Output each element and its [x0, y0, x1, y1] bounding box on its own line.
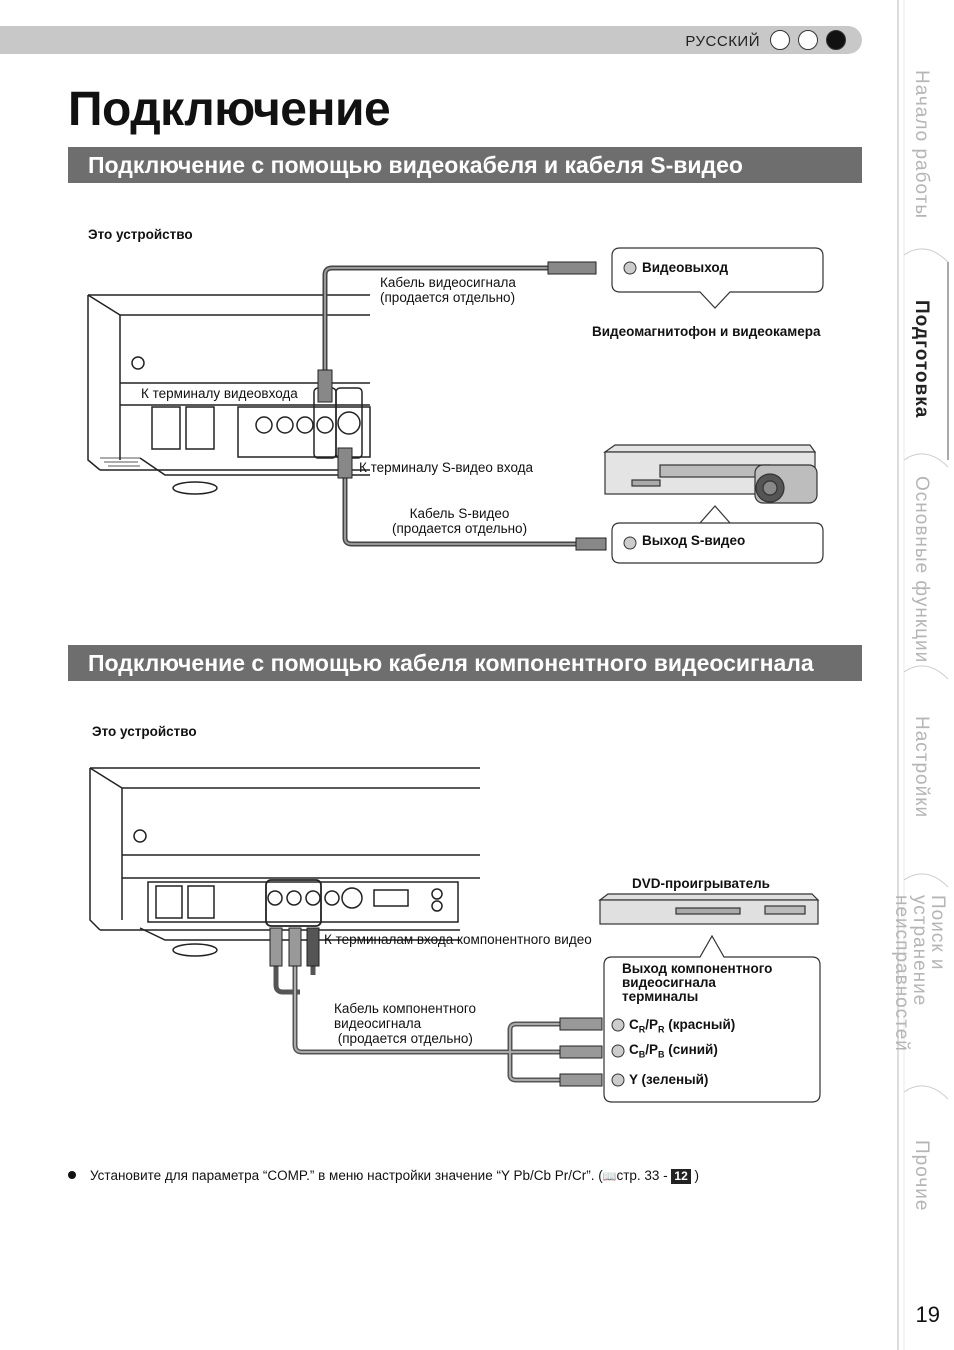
- video-plug-device: [547, 261, 597, 275]
- language-indicator-dot: [798, 30, 818, 50]
- y-plug: [306, 927, 320, 967]
- component-output-title: Выход компонентного видеосигнала термина…: [622, 961, 773, 1004]
- side-navigation: Начало работы Подготовка Основные функци…: [891, 0, 954, 1350]
- dvd-player-illustration: [598, 893, 820, 925]
- dvd-player-label: DVD-проигрыватель: [632, 876, 770, 891]
- cr-jack-icon: [611, 1018, 625, 1032]
- video-out-label: Видеовыход: [642, 260, 729, 275]
- page-ref-badge: 12: [671, 1169, 691, 1184]
- cb-plug: [288, 927, 302, 967]
- svideo-out-label: Выход S-видео: [642, 533, 746, 548]
- language-indicator-dot-active: [826, 30, 846, 50]
- svideo-jack-icon: [623, 536, 637, 550]
- camcorder-illustration: [754, 464, 818, 504]
- section-header-video-svideo: Подключение с помощью видеокабеля и кабе…: [68, 147, 862, 183]
- component-output-callout: [603, 934, 821, 1103]
- component-connection-diagram: [89, 767, 821, 1103]
- projector-illustration: [89, 767, 480, 957]
- vcr-camcorder-label: Видеомагнитофон и видеокамера: [592, 324, 821, 339]
- y-output-label: Y (зеленый): [629, 1072, 709, 1087]
- component-cable-label: Кабель компонентного видеосигнала (прода…: [334, 1001, 477, 1046]
- language-indicator-dot: [770, 30, 790, 50]
- component-terminal-highlight: [265, 879, 322, 927]
- svideo-out-callout: [611, 505, 824, 564]
- cb-output-label: CB/PB (синий): [629, 1042, 718, 1060]
- svideo-cable-label: Кабель S-видео(продается отдельно): [392, 506, 528, 536]
- bullet-icon: [68, 1171, 76, 1179]
- cr-plug-device: [559, 1017, 603, 1031]
- video-jack-icon: [623, 261, 637, 275]
- tab-other[interactable]: Прочие: [911, 1140, 932, 1212]
- section-header-component: Подключение с помощью кабеля компонентно…: [68, 645, 862, 681]
- language-label: РУССКИЙ: [685, 33, 760, 50]
- y-plug-device: [559, 1073, 603, 1087]
- device-label: Это устройство: [92, 724, 197, 739]
- language-bar: РУССКИЙ: [0, 26, 862, 54]
- tab-getting-started[interactable]: Начало работы: [911, 70, 932, 220]
- page-title: Подключение: [68, 83, 391, 136]
- component-cables: [273, 935, 565, 1083]
- page-number: 19: [915, 1302, 940, 1327]
- svideo-plug-device: [575, 537, 607, 551]
- setup-note: Установите для параметра “COMP.” в меню …: [68, 1168, 699, 1184]
- tab-basic-functions[interactable]: Основные функции: [911, 476, 932, 664]
- svideo-in-terminal-label: К терминалу S-видео входа: [359, 460, 534, 475]
- tab-preparation[interactable]: Подготовка: [911, 300, 932, 419]
- cb-jack-icon: [611, 1044, 625, 1058]
- cr-plug: [269, 927, 283, 967]
- video-in-terminal-label: К терминалу видеовхода: [141, 386, 298, 401]
- tab-settings[interactable]: Настройки: [911, 716, 932, 819]
- video-plug: [317, 369, 333, 403]
- book-icon: 📖: [602, 1171, 617, 1183]
- tab-troubleshooting[interactable]: Поиск и устранение неисправностей: [891, 895, 948, 1052]
- cr-output-label: CR/PR (красный): [629, 1017, 736, 1035]
- component-terminals-label: К терминалам входа компонентного видео: [324, 932, 592, 947]
- svideo-connection-diagram: [87, 247, 824, 564]
- cb-plug-device: [559, 1045, 603, 1059]
- tab-dividers: [897, 0, 949, 1350]
- device-label: Это устройство: [88, 227, 193, 242]
- video-cable-label: Кабель видеосигнала(продается отдельно): [380, 275, 516, 305]
- svideo-plug: [337, 447, 353, 479]
- projector-illustration: [87, 294, 371, 495]
- y-jack-icon: [611, 1073, 625, 1087]
- video-out-callout: [611, 247, 824, 309]
